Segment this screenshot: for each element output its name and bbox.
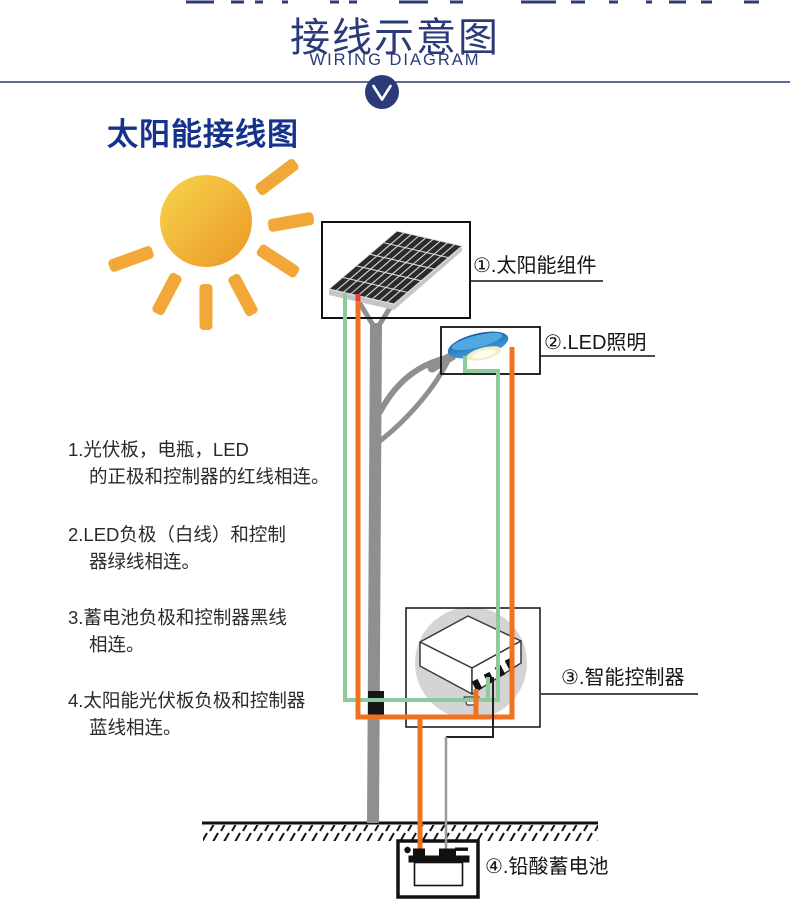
instruction-item-3: 3.蓄电池负极和控制器黑线 相连。	[68, 605, 287, 658]
led-lamp	[427, 331, 509, 373]
instruction-line: 的正极和控制器的红线相连。	[89, 465, 330, 487]
instruction-item-4: 4.太阳能光伏板负极和控制器 蓝线相连。	[68, 688, 305, 741]
battery	[404, 846, 470, 887]
instruction-line: 相连。	[89, 633, 145, 655]
label-solar-module: ①.太阳能组件	[473, 255, 597, 277]
page-subtitle: WIRING DIAGRAM	[309, 51, 481, 69]
label-lead-acid-battery: ④.铅酸蓄电池	[485, 856, 609, 878]
section-heading: 太阳能接线图	[107, 117, 299, 152]
label-smart-controller: ③.智能控制器	[561, 667, 685, 689]
pole-junction-box	[368, 691, 384, 718]
battery-plus-icon	[404, 846, 411, 854]
red-wire-tip	[355, 294, 361, 301]
green-wire	[343, 293, 500, 702]
sun-icon	[108, 158, 315, 330]
solar-callout-box	[321, 221, 471, 319]
page-title: 接线示意图	[290, 16, 500, 60]
instruction-line: 4.太阳能光伏板负极和控制器	[68, 690, 306, 711]
section-divider	[0, 75, 790, 109]
black-wire	[446, 677, 494, 738]
instruction-line: 2.LED负极（白线）和控制	[68, 524, 286, 545]
battery-minus-icon	[455, 847, 468, 851]
instruction-item-1: 1.光伏板，电瓶，LED 的正极和控制器的红线相连。	[68, 437, 330, 490]
chevron-down-icon	[372, 84, 392, 101]
controller-callout-box	[405, 607, 541, 728]
instruction-line: 1.光伏板，电瓶，LED	[68, 439, 249, 460]
callout-boxes	[321, 221, 698, 728]
solar-panel	[327, 230, 464, 310]
instruction-line: 器绿线相连。	[89, 550, 201, 572]
instruction-line: 蓝线相连。	[89, 716, 182, 738]
light-pole	[356, 299, 453, 823]
led-callout-box	[440, 326, 541, 375]
wires	[343, 293, 515, 857]
instruction-item-2: 2.LED负极（白线）和控制 器绿线相连。	[68, 522, 286, 575]
instruction-line: 3.蓄电池负极和控制器黑线	[68, 607, 287, 628]
label-led-lighting: ②.LED照明	[544, 332, 647, 354]
ground-line	[202, 821, 598, 841]
orange-wire	[355, 298, 515, 720]
